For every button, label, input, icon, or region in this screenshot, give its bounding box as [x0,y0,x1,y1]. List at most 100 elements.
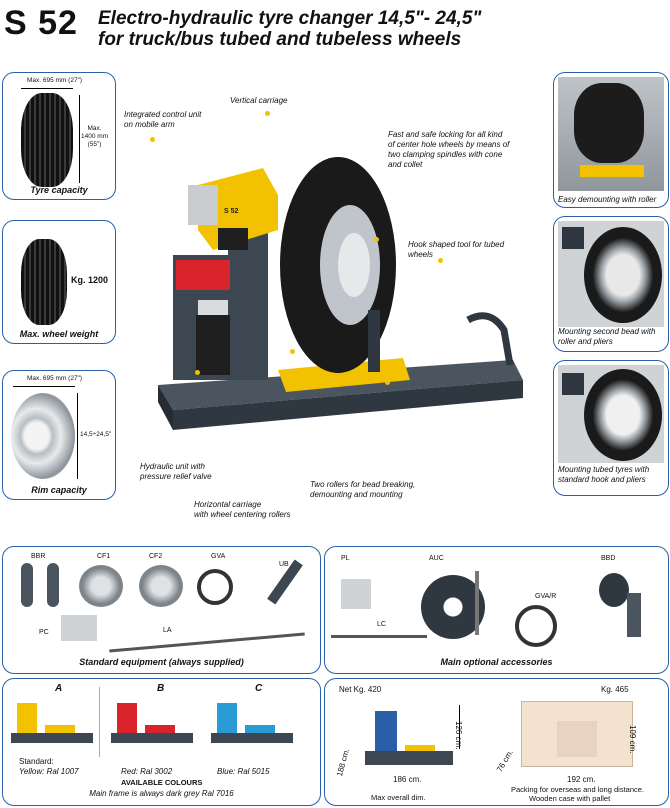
callout-vertical-carriage: Vertical carriage [230,96,288,105]
label-pl: PL [341,555,350,562]
machine-b-carriage [145,725,175,733]
auc-handle [475,571,479,635]
dim-height-line [459,705,460,749]
cf1-cone [79,565,123,607]
machine-a-carriage [45,725,75,733]
machine-a-head [17,703,37,733]
thumb-2-wheel [584,227,662,323]
thumb-3-tool [562,373,584,395]
la-lever [109,632,305,653]
thumb-tubed: Mounting tubed tyres with standard hook … [553,360,669,496]
machine-a-frame [11,733,93,743]
callout-dot-hydraulic [195,370,200,375]
height-dim-line [79,95,80,183]
crate-height: 109 cm. [628,725,637,754]
tyre-max-height: Max. 1400 mm (55") [81,125,109,148]
label-pc: PC [39,629,49,636]
headline-line-1: Electro-hydraulic tyre changer 14,5"- 24… [98,8,482,29]
lc-lever [331,635,427,638]
callout-two-rollers: Two rollers for bead breaking, demountin… [310,480,416,499]
rim-capacity-caption: Rim capacity [31,485,87,495]
width-dim-line [21,88,73,89]
bbr-roller-1 [21,563,33,607]
rim-width-line [13,386,75,387]
machine-blue [211,697,293,749]
colour-letter-a: A [55,683,63,694]
standard-colour-label: Standard: [19,757,54,766]
callout-dot-hook [438,258,443,263]
net-weight: Net Kg. 420 [339,685,382,694]
callout-dot-horizontal [290,349,295,354]
crate-contents [557,721,597,757]
label-cf1: CF1 [97,553,111,560]
label-gvar: GVA/R [535,593,557,600]
headline: Electro-hydraulic tyre changer 14,5"- 24… [98,8,481,50]
callout-control-unit: Integrated control unit on mobile arm [124,110,202,129]
machine-red [111,697,193,749]
packing-note-1: Packing for overseas and long distance. [511,785,644,794]
callout-dot-locking [374,237,379,242]
red-colour: Red: Ral 3002 [121,767,173,776]
wheel-image [21,239,67,325]
dim-height: 126 cm. [454,721,463,750]
dim-machine-frame [365,751,453,765]
callout-hook-tool: Hook shaped tool for tubed wheels [408,240,505,259]
colour-divider [99,687,100,757]
control-unit [218,228,248,250]
dim-machine-carriage [405,745,435,751]
tyre-capacity-caption: Tyre capacity [30,185,88,195]
packing-note-2: Wooden case with pallet [529,794,611,803]
machine-drawing [158,157,523,430]
pc-clamp [61,615,97,641]
machine-yellow [11,697,93,749]
machine-c-frame [211,733,293,743]
frame-side [158,385,173,430]
wheel-weight-caption: Max. wheel weight [19,329,99,339]
dim-length: 186 cm. [393,775,422,784]
tyre-capacity-box: Max. 695 mm (27") Max. 1400 mm (55") Tyr… [2,72,116,200]
callout-hydraulic: Hydraulic unit with pressure relief valv… [140,462,212,481]
thumb-1-carriage [580,165,644,177]
label-auc: AUC [429,555,444,562]
machine-b-frame [111,733,193,743]
dim-max-overall: Max overall dim. [371,793,426,802]
dim-depth: 188 cm. [335,747,352,778]
label-ub: UB [279,561,289,568]
label-bbr: BBR [31,553,46,560]
rim-capacity-box: Max. 695 mm (27") 14,5÷24,5" Rim capacit… [2,370,116,500]
bbd-arm [627,593,641,637]
auc-adapter [421,575,485,639]
rim-center [338,233,370,297]
label-lc: LC [377,621,386,628]
rim-range: 14,5÷24,5" [80,431,112,438]
callout-dot-rollers [385,380,390,385]
head-motor [188,185,218,225]
tyre-image [21,93,73,187]
standard-equipment-caption: Standard equipment (always supplied) [79,657,244,667]
rim-height-line [77,393,78,479]
thumb-second-bead-caption: Mounting second bead with roller and pli… [558,327,656,346]
wheel-weight-value: Kg. 1200 [71,275,109,285]
thumb-3-wheel [584,369,662,461]
machine-c-head [217,703,237,733]
machine-badge: S 52 [224,208,239,215]
colours-box: A B C Standard: Yellow: Ral 1007 Red: Ra… [2,678,321,806]
control-panel [176,260,230,290]
yellow-colour: Yellow: Ral 1007 [19,767,79,776]
wheel-weight-box: Kg. 1200 Max. wheel weight [2,220,116,344]
available-colours-label: AVAILABLE COLOURS [121,778,203,787]
label-bbd: BBD [601,555,616,562]
colour-letter-c: C [255,683,263,694]
standard-equipment-box: BBR CF1 CF2 GVA UB PC LA Standard equipm… [2,546,321,674]
dim-machine [365,707,453,771]
machine-c-carriage [245,725,275,733]
thumb-second-bead: Mounting second bead with roller and pli… [553,216,669,352]
callout-dot-control [150,137,155,142]
cf2-cone [139,565,183,607]
crate-weight: Kg. 465 [601,685,629,694]
label-la: LA [163,627,172,634]
bbr-roller-2 [47,563,59,607]
hook-tool [466,312,514,366]
machine-b-head [117,703,137,733]
bbd-disc [599,573,629,607]
